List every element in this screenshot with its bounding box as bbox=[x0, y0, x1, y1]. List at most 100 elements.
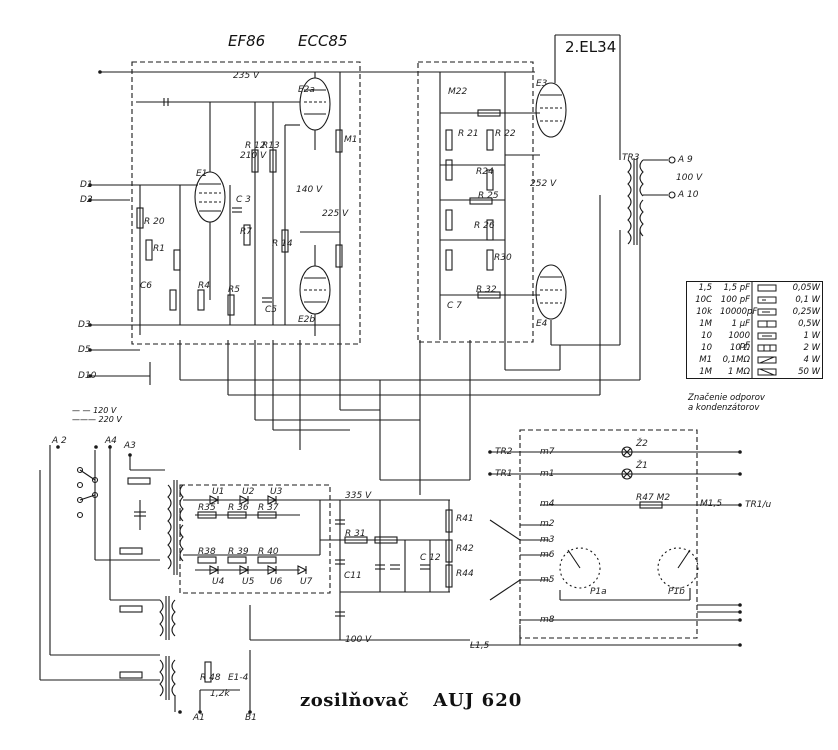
title-prefix: zosilňovač bbox=[300, 690, 410, 711]
label-v335: 335 V bbox=[345, 491, 372, 501]
label-z1: Ž1 bbox=[636, 461, 648, 471]
label-v100: 100 V bbox=[345, 635, 372, 645]
label-r24: R24 bbox=[476, 167, 494, 177]
label-r21: R 21 bbox=[458, 129, 479, 139]
filament-transformer bbox=[159, 596, 176, 640]
legend-row: 10 10 Ω 2 W bbox=[701, 343, 820, 353]
label-tr2: TR2 bbox=[495, 447, 513, 457]
rotary-switch-p1b bbox=[657, 547, 699, 589]
legend-row: 1M 1 μF 0,5W bbox=[699, 319, 820, 329]
label-v235: 235 V bbox=[233, 71, 260, 81]
label-r13: R13 bbox=[262, 141, 280, 151]
label-m3: m3 bbox=[540, 535, 555, 545]
label-u2: U2 bbox=[242, 487, 255, 497]
label-v252: 252 V bbox=[530, 179, 557, 189]
power-supply-outline bbox=[179, 484, 331, 594]
label-m22: M22 bbox=[448, 87, 468, 97]
legend-caption-line2: a kondenzátorov bbox=[688, 403, 760, 413]
label-r22: R 22 bbox=[495, 129, 516, 139]
rotary-switch-p1a bbox=[559, 547, 601, 589]
label-u5: U5 bbox=[242, 577, 255, 587]
legend-caption: Značenie odporov a kondenzátorov bbox=[688, 393, 765, 413]
label-r1: R1 bbox=[153, 244, 165, 254]
output-stage-outline bbox=[417, 61, 534, 343]
label-r14: R 14 bbox=[272, 239, 293, 249]
tube-e1 bbox=[194, 171, 226, 223]
label-r41: R41 bbox=[456, 514, 474, 524]
label-p1a: P1a bbox=[590, 587, 607, 597]
tube-label-e1: E1 bbox=[196, 169, 208, 179]
label-d3: D3 bbox=[78, 320, 91, 330]
label-tr1u: TR1/u bbox=[745, 500, 772, 510]
label-v210: 210 V bbox=[240, 151, 267, 161]
label-d2: D2 bbox=[80, 195, 93, 205]
label-m1-5: M1,5 bbox=[700, 499, 723, 509]
label-out-a10: A 10 bbox=[678, 190, 699, 200]
legend-row: 10k 10000pF 0,25W bbox=[696, 307, 820, 317]
label-u4: U4 bbox=[212, 577, 225, 587]
label-z2: Ž2 bbox=[636, 439, 648, 449]
label-r44: R44 bbox=[456, 569, 474, 579]
label-p1b: P1b bbox=[668, 587, 685, 597]
label-tr1: TR1 bbox=[495, 469, 513, 479]
label-r20: R 20 bbox=[144, 217, 165, 227]
label-m1: m1 bbox=[540, 469, 555, 479]
legend-symbols bbox=[686, 281, 823, 379]
label-c12: C 12 bbox=[420, 553, 441, 563]
label-e1-4: E1-4 bbox=[228, 673, 249, 683]
label-r48: R 48 bbox=[200, 673, 221, 683]
label-r32: R 32 bbox=[476, 285, 497, 295]
tube-label-e3: E3 bbox=[536, 79, 548, 89]
label-a4: A4 bbox=[105, 436, 117, 446]
label-1-2k: 1,2k bbox=[210, 689, 230, 699]
label-m4: m4 bbox=[540, 499, 555, 509]
legend-row: M1 0,1MΩ 4 W bbox=[699, 355, 820, 365]
label-l15: L1,5 bbox=[470, 641, 490, 651]
label-c3: C 3 bbox=[236, 195, 251, 205]
legend-row: 10 1000 pF 1 W bbox=[701, 331, 820, 351]
label-out-a9: A 9 bbox=[678, 155, 693, 165]
label-c6: C6 bbox=[140, 281, 153, 291]
title-model: AUJ 620 bbox=[433, 690, 523, 711]
label-m5: m5 bbox=[540, 575, 555, 585]
legend-caption-line1: Značenie odporov bbox=[688, 393, 765, 403]
legend-row: 1M 1 MΩ 50 W bbox=[699, 367, 820, 377]
preamp-chassis-outline bbox=[131, 61, 361, 345]
label-v225: 225 V bbox=[322, 209, 349, 219]
tube-label-e4: E4 bbox=[536, 319, 548, 329]
label-u7: U7 bbox=[300, 577, 313, 587]
voltage-legend: — — 120 V ——— 220 V bbox=[72, 406, 122, 424]
voltage-legend-120: — — 120 V bbox=[72, 406, 117, 415]
bias-transformer bbox=[159, 656, 176, 700]
voltage-legend-220: ——— 220 V bbox=[72, 415, 122, 424]
label-d1: D1 bbox=[80, 180, 93, 190]
label-r12: R 12 bbox=[245, 141, 266, 151]
label-r25: R 25 bbox=[478, 191, 499, 201]
label-m2: m2 bbox=[540, 519, 555, 529]
label-u6: U6 bbox=[270, 577, 283, 587]
label-r39: R 39 bbox=[228, 547, 249, 557]
label-b1: B1 bbox=[245, 713, 257, 723]
legend-row: 1,5 1,5 pF 0,05W bbox=[698, 283, 820, 293]
label-m6: m6 bbox=[540, 550, 555, 560]
tube-e4 bbox=[535, 264, 567, 320]
label-tr3: TR3 bbox=[622, 153, 640, 163]
label-u3: U3 bbox=[270, 487, 283, 497]
output-transformer bbox=[627, 158, 644, 245]
tube-type-preamp: EF86 bbox=[228, 32, 266, 50]
label-a2: A 2 bbox=[52, 436, 67, 446]
label-r36: R 36 bbox=[228, 503, 249, 513]
label-r37: R 37 bbox=[258, 503, 279, 513]
label-a3: A3 bbox=[124, 441, 136, 451]
label-r31: R 31 bbox=[345, 529, 366, 539]
label-r4: R4 bbox=[198, 281, 210, 291]
tube-e3 bbox=[535, 82, 567, 138]
switch-panel-outline bbox=[519, 429, 698, 639]
label-r30: R30 bbox=[494, 253, 512, 263]
label-v140: 140 V bbox=[296, 185, 323, 195]
component-legend: 1,5 1,5 pF 0,05W 10C 100 pF 0,1 W 10k 10… bbox=[686, 281, 823, 377]
label-r26: R 26 bbox=[474, 221, 495, 231]
diagram-title: zosilňovač AUJ 620 bbox=[300, 690, 522, 711]
label-c11: C11 bbox=[344, 571, 362, 581]
mains-transformer bbox=[167, 480, 184, 575]
